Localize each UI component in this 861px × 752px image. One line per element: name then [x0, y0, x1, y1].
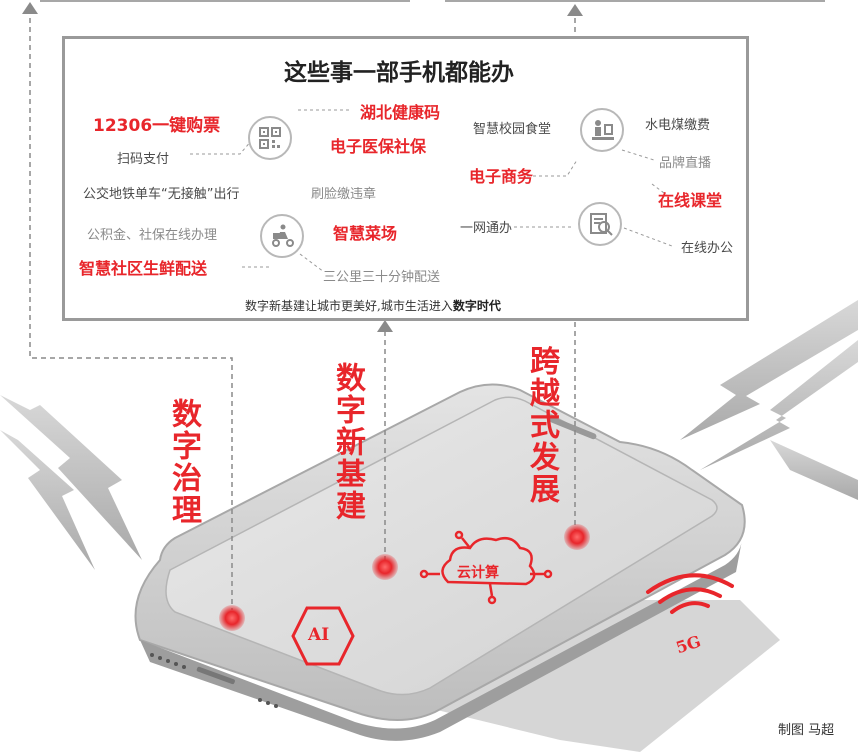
- document-search-icon: [578, 202, 622, 246]
- ai-hexagon-icon: [291, 606, 355, 666]
- service-ecommerce: 电子商务: [469, 167, 534, 186]
- service-utilities: 水电煤缴费: [645, 118, 711, 133]
- service-scan-pay: 扫码支付: [117, 152, 170, 167]
- service-online-office: 在线办公: [681, 241, 734, 256]
- service-online-class: 在线课堂: [658, 191, 723, 210]
- theme-governance: 数字治理: [166, 398, 201, 526]
- services-panel: 这些事一部手机都能办 12306一键购票 扫码支付 湖北健康码 电子医保社保 公…: [62, 36, 749, 321]
- arrow-up-icon: [22, 2, 583, 332]
- ai-label: AI: [308, 625, 330, 645]
- service-veg-market: 智慧菜场: [333, 224, 398, 243]
- student-desk-icon: [580, 108, 624, 152]
- theme-infrastructure: 数字新基建: [330, 362, 365, 522]
- panel-connectors: [190, 109, 673, 273]
- service-ticket: 12306一键购票: [93, 116, 221, 136]
- service-fund: 公积金、社保在线办理: [87, 228, 218, 243]
- lightning-bolts: [0, 300, 858, 570]
- panel-title: 这些事一部手机都能办: [284, 59, 514, 86]
- service-hubei-code: 湖北健康码: [360, 103, 441, 122]
- service-transit: 公交地铁单车“无接触”出行: [83, 187, 240, 202]
- phone-screen: [165, 396, 718, 696]
- service-one-net: 一网通办: [460, 221, 513, 236]
- qr-code-icon: [248, 116, 292, 160]
- service-three-km: 三公里三十分钟配送: [323, 270, 441, 285]
- wifi-5g-icon: [646, 573, 734, 614]
- service-medical: 电子医保社保: [330, 137, 427, 156]
- service-brand-live: 品牌直播: [659, 156, 712, 171]
- theme-leap: 跨越式发展: [524, 345, 559, 505]
- service-canteen: 智慧校园食堂: [473, 122, 552, 137]
- phone-hotspots: [219, 524, 590, 631]
- service-fresh-delivery: 智慧社区生鲜配送: [79, 259, 208, 278]
- image-credit: 制图 马超: [778, 723, 835, 738]
- cloud-label: 云计算: [457, 565, 499, 581]
- delivery-scooter-icon: [260, 214, 304, 258]
- cloud-computing-icon: [419, 530, 553, 605]
- panel-slogan: 数字新基建让城市更美好,城市生活进入数字时代: [245, 299, 501, 313]
- service-face-fine: 刷脸缴违章: [311, 187, 377, 202]
